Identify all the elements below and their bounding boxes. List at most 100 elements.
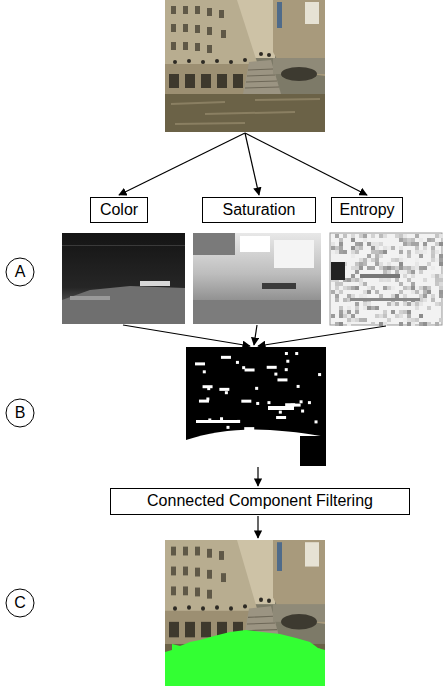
entropy-feature-map — [423, 286, 427, 290]
entropy-feature-map — [383, 278, 387, 282]
entropy-feature-map — [379, 294, 383, 298]
entropy-feature-map — [355, 270, 359, 274]
entropy-feature-map — [335, 322, 339, 326]
entropy-feature-map — [379, 250, 383, 254]
combined-binary-mask — [308, 401, 311, 404]
step-circle: B — [5, 398, 35, 428]
entropy-feature-map — [415, 290, 419, 294]
entropy-feature-map — [339, 250, 343, 254]
entropy-feature-map — [431, 258, 435, 262]
combined-binary-mask — [186, 347, 326, 466]
circle-outline — [6, 258, 34, 286]
entropy-feature-map — [363, 262, 367, 266]
combined-binary-mask — [226, 426, 229, 429]
entropy-feature-map — [423, 294, 427, 298]
entropy-feature-map — [403, 318, 407, 322]
entropy-feature-map — [347, 314, 351, 318]
entropy-feature-map — [435, 282, 439, 286]
feature-box: Entropy — [331, 197, 403, 223]
step-letter: B — [15, 405, 26, 421]
entropy-feature-map — [419, 294, 423, 298]
entropy-feature-map — [403, 242, 407, 246]
box-label: Saturation — [223, 202, 296, 218]
entropy-feature-map — [387, 318, 391, 322]
entropy-feature-map — [331, 250, 335, 254]
entropy-feature-map — [363, 290, 367, 294]
entropy-feature-map — [351, 318, 355, 322]
entropy-feature-map — [419, 254, 423, 258]
entropy-feature-map — [435, 250, 439, 254]
entropy-feature-map — [367, 254, 371, 258]
entropy-feature-map — [399, 314, 403, 318]
combined-binary-mask — [256, 402, 259, 405]
combined-binary-mask — [318, 373, 321, 376]
entropy-feature-map — [439, 242, 443, 246]
entropy-feature-map — [407, 254, 411, 258]
entropy-feature-map — [423, 322, 427, 326]
entropy-feature-map — [339, 242, 343, 246]
entropy-feature-map — [427, 322, 431, 326]
entropy-feature-map — [383, 286, 387, 290]
entropy-feature-map — [379, 254, 383, 258]
entropy-feature-map — [367, 302, 371, 306]
entropy-feature-map — [331, 246, 335, 250]
entropy-feature-map — [350, 298, 420, 301]
feature-box: Color — [90, 197, 148, 223]
entropy-feature-map — [415, 262, 419, 266]
entropy-feature-map — [347, 310, 351, 314]
entropy-feature-map — [395, 302, 399, 306]
entropy-feature-map — [407, 286, 411, 290]
color-feature-map — [62, 233, 185, 324]
entropy-feature-map — [407, 270, 411, 274]
combined-binary-mask — [236, 361, 239, 364]
combined-binary-mask — [301, 410, 304, 413]
entropy-feature-map — [335, 286, 339, 290]
entropy-feature-map — [419, 302, 423, 306]
entropy-feature-map — [435, 322, 439, 326]
entropy-feature-map — [411, 318, 415, 322]
combined-binary-mask — [279, 411, 282, 414]
combined-binary-mask — [277, 378, 287, 381]
entropy-feature-map — [391, 266, 395, 270]
entropy-feature-map — [335, 246, 339, 250]
entropy-feature-map — [375, 262, 379, 266]
entropy-feature-map — [371, 250, 375, 254]
entropy-feature-map — [439, 274, 443, 278]
input-photo — [165, 0, 325, 132]
entropy-feature-map — [435, 242, 439, 246]
entropy-feature-map — [347, 322, 351, 326]
entropy-feature-map — [407, 266, 411, 270]
entropy-feature-map — [343, 298, 347, 302]
entropy-feature-map — [403, 294, 407, 298]
entropy-feature-map — [375, 254, 379, 258]
circle-outline — [6, 589, 34, 617]
entropy-feature-map — [427, 286, 431, 290]
entropy-feature-map — [399, 262, 403, 266]
entropy-feature-map — [359, 294, 363, 298]
saturation-feature-map — [193, 233, 321, 324]
entropy-feature-map — [431, 274, 435, 278]
combined-binary-mask — [286, 360, 289, 363]
entropy-feature-map — [339, 282, 343, 286]
combined-binary-mask — [315, 420, 318, 423]
entropy-feature-map — [391, 302, 395, 306]
step-circle: A — [5, 257, 35, 287]
entropy-feature-map — [435, 258, 439, 262]
entropy-feature-map — [351, 294, 355, 298]
entropy-feature-map — [423, 250, 427, 254]
entropy-feature-map — [355, 266, 359, 270]
entropy-feature-map — [383, 314, 387, 318]
entropy-feature-map — [379, 314, 383, 318]
entropy-feature-map — [343, 286, 347, 290]
entropy-feature-map — [351, 278, 355, 282]
entropy-feature-map — [435, 278, 439, 282]
combined-binary-mask — [220, 417, 223, 420]
circle-outline — [6, 399, 34, 427]
entropy-feature-map — [399, 258, 403, 262]
entropy-feature-map — [415, 302, 419, 306]
entropy-feature-map — [427, 262, 431, 266]
combined-binary-mask — [225, 391, 228, 394]
entropy-feature-map — [339, 314, 343, 318]
entropy-feature-map — [363, 258, 367, 262]
